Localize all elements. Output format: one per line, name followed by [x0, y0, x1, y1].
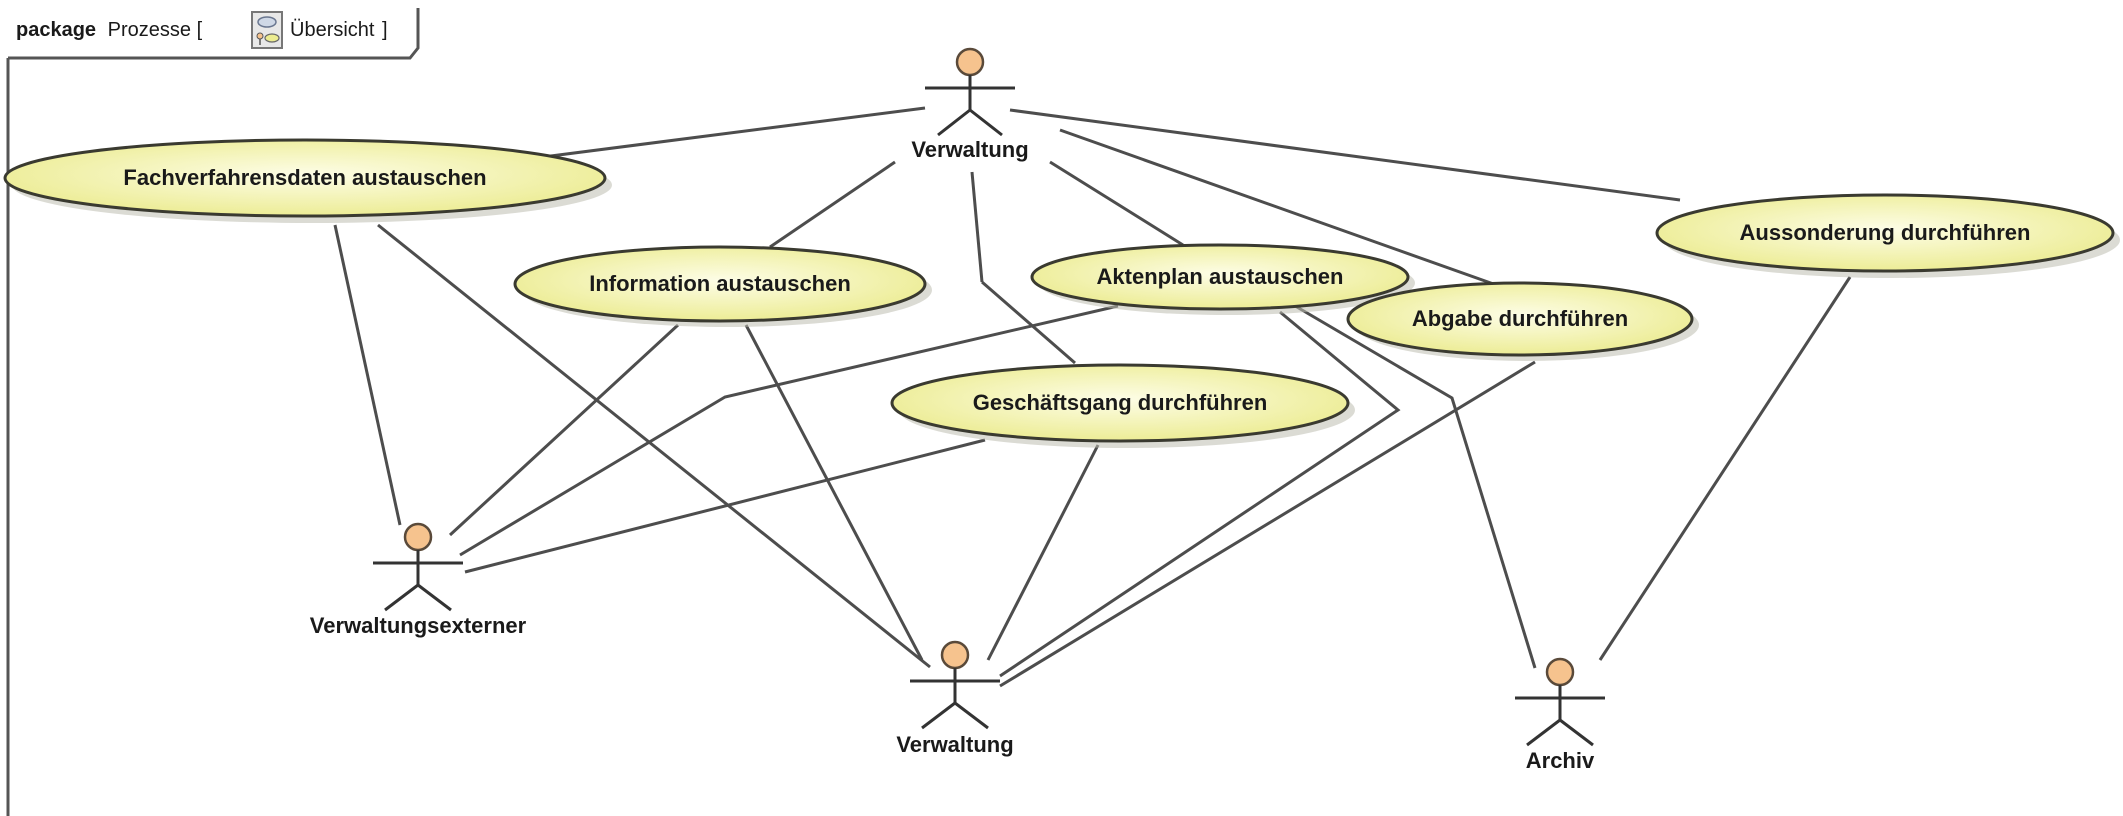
use-case-fachverfahrensdaten[interactable]: Fachverfahrensdaten austauschen [3, 138, 612, 223]
diagram-name: Übersicht [290, 19, 375, 41]
assoc-verwaltung-bottom-aktenplan [999, 310, 1401, 678]
assoc-archiv-aktenplan [1284, 298, 1537, 669]
use-case-label: Fachverfahrensdaten austauschen [123, 165, 486, 190]
assoc-verwaltung-bottom-information [744, 324, 924, 661]
use-case-aussonderung[interactable]: Aussonderung durchführen [1655, 193, 2120, 278]
diagram-name-label: Übersicht ] [290, 19, 388, 41]
assoc-verwaltung-top-aussonderung [1009, 108, 1681, 202]
assoc-verwaltung-top-geschaeftsgang [970, 171, 984, 283]
use-case-label: Geschäftsgang durchführen [973, 390, 1268, 415]
assoc-verwaltung-top-fachverfahrensdaten [542, 106, 926, 159]
use-case-label: Information austauschen [589, 271, 851, 296]
use-case-information[interactable]: Information austauschen [513, 245, 932, 327]
assoc-verwaltung-bottom-abgabe [999, 360, 1536, 688]
actor-icon [925, 47, 1015, 137]
assoc-verwaltung-top-aktenplan [1049, 160, 1184, 247]
assoc-extern-geschaeftsgang [464, 438, 986, 574]
package-bracket-open: [ [197, 19, 203, 41]
actor-verwaltung-bottom[interactable]: Verwaltung [896, 640, 1014, 757]
actor-archiv[interactable]: Archiv [1515, 657, 1605, 773]
use-case-abgabe[interactable]: Abgabe durchführen [1346, 281, 1699, 361]
actor-label: Verwaltung [911, 137, 1028, 162]
assoc-extern-fachverfahrensdaten [333, 224, 402, 526]
actor-icon [1515, 657, 1605, 747]
use-case-aktenplan[interactable]: Aktenplan austauschen [1030, 243, 1415, 315]
assoc-verwaltung-bottom-geschaeftsgang [986, 444, 1100, 661]
package-keyword: package [16, 19, 96, 41]
actor-label: Verwaltungsexterner [310, 613, 527, 638]
actor-icon [373, 522, 463, 612]
actor-label: Archiv [1526, 748, 1595, 773]
use-case-label: Abgabe durchführen [1412, 306, 1628, 331]
use-case-label: Aussonderung durchführen [1740, 220, 2031, 245]
package-name: Prozesse [108, 19, 191, 41]
assoc-verwaltung-top-abgabe [1059, 128, 1503, 289]
use-case-label: Aktenplan austauschen [1097, 264, 1344, 289]
use-case-geschaeftsgang[interactable]: Geschäftsgang durchführen [890, 363, 1355, 448]
assoc-archiv-aussonderung [1598, 276, 1852, 661]
actor-label: Verwaltung [896, 732, 1013, 757]
assoc-verwaltung-top-geschaeftsgang-2 [981, 280, 1076, 365]
assoc-extern-information [448, 323, 680, 537]
actor-verwaltung-top[interactable]: Verwaltung [911, 47, 1029, 162]
package-frame: package Prozesse [ Übersicht ] [6, 8, 420, 816]
actor-verwaltungsexterner[interactable]: Verwaltungsexterner [310, 522, 527, 638]
assoc-verwaltung-top-information [769, 160, 896, 249]
assoc-extern-aktenplan [459, 304, 1119, 557]
use-case-diagram-icon [251, 11, 283, 49]
associations [333, 106, 1852, 688]
assoc-verwaltung-bottom-fachverfahrensdaten [377, 223, 931, 669]
package-header-label: package Prozesse [ [16, 19, 203, 41]
actor-icon [910, 640, 1000, 730]
package-bracket-close: ] [382, 19, 388, 41]
